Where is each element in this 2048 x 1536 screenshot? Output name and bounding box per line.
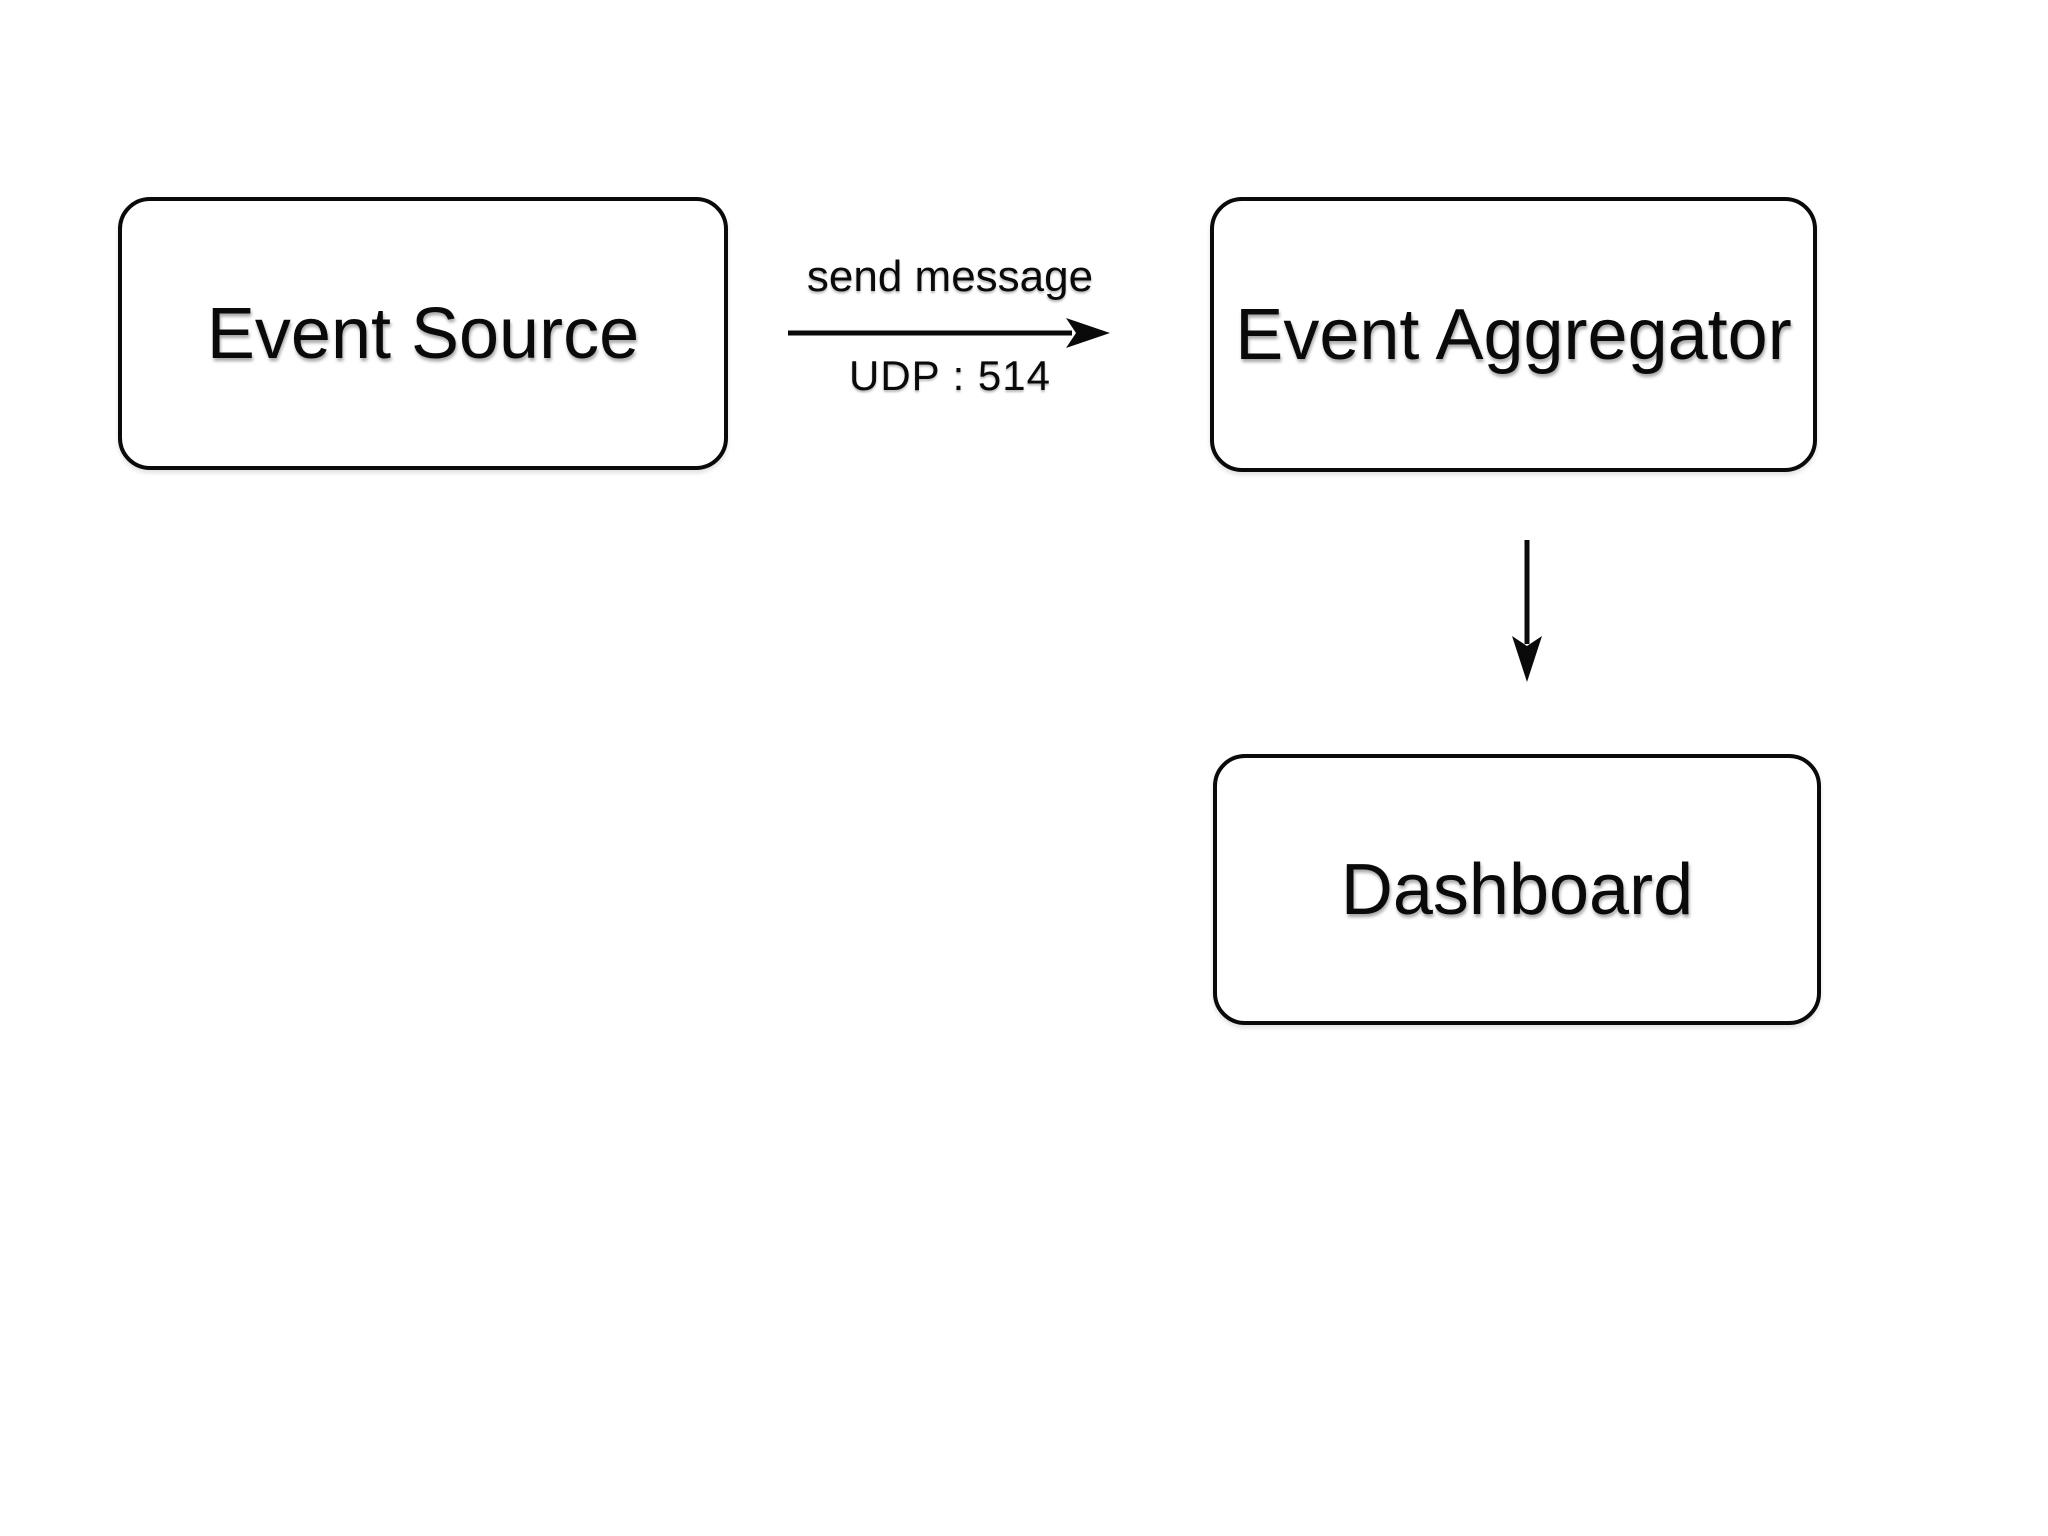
down-arrow-icon (1512, 540, 1542, 682)
node-dashboard: Dashboard (1213, 754, 1821, 1025)
edge-label-udp-port: UDP : 514 (849, 352, 1051, 399)
node-event-aggregator: Event Aggregator (1210, 197, 1817, 472)
edge-label-send-message: send message (806, 252, 1094, 301)
node-event-aggregator-label: Event Aggregator (1235, 294, 1792, 375)
node-event-source-label: Event Source (206, 293, 640, 374)
node-dashboard-label: Dashboard (1340, 849, 1694, 930)
node-event-source: Event Source (118, 197, 728, 470)
right-arrow-icon (788, 318, 1110, 348)
